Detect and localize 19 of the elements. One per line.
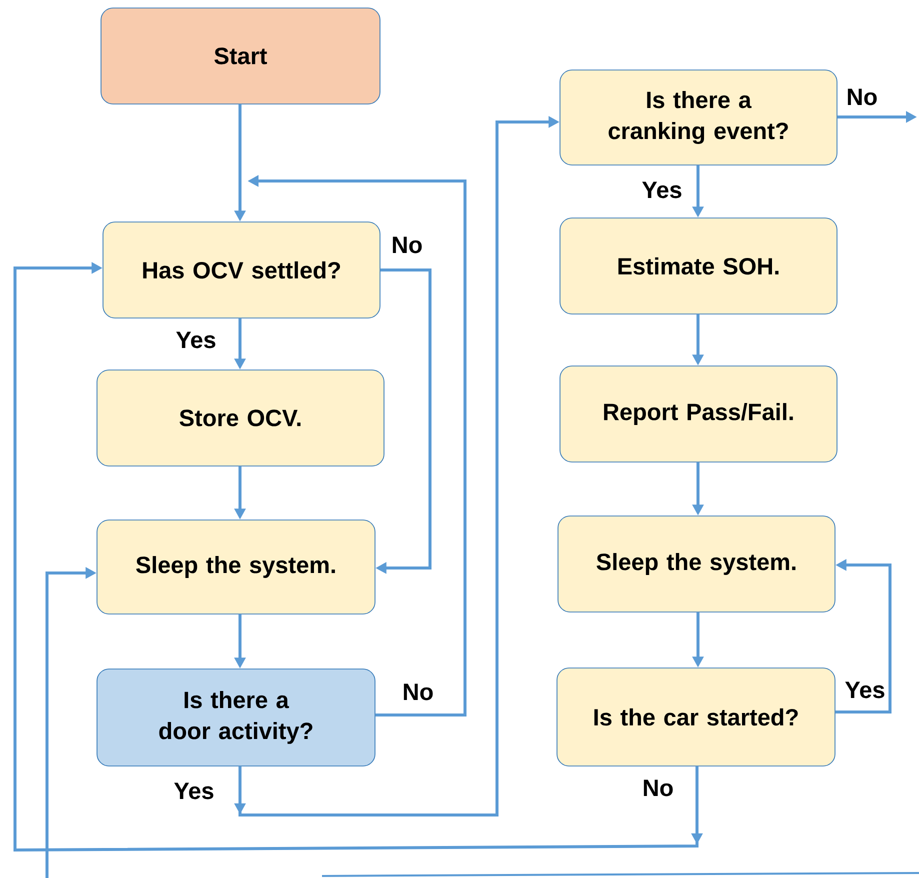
process-box: Sleep the system. [558,516,836,612]
decision-box: Is there a door activity? [96,668,376,766]
decision-box: Is there a cranking event? [560,70,838,166]
arrow [14,262,703,852]
edge-label: No [404,684,433,700]
edge-label: Yes [845,682,884,698]
process-box: Estimate SOH. [560,218,838,314]
process-box: Sleep the system. [96,520,376,614]
edge-label: No [392,236,422,254]
edge-label: Yes [174,782,214,800]
edge-label: Yes [642,182,682,198]
edge-label: Yes [176,332,216,348]
process-box: Store OCV. [96,370,384,466]
start-box: Start [100,8,380,104]
edge-label: No [848,88,877,106]
edge-label: No [644,780,673,796]
process-box: Report Pass/Fail. [560,366,838,462]
decision-box: Is the car started? [556,668,836,766]
decision-box: Has OCV settled? [102,222,380,318]
